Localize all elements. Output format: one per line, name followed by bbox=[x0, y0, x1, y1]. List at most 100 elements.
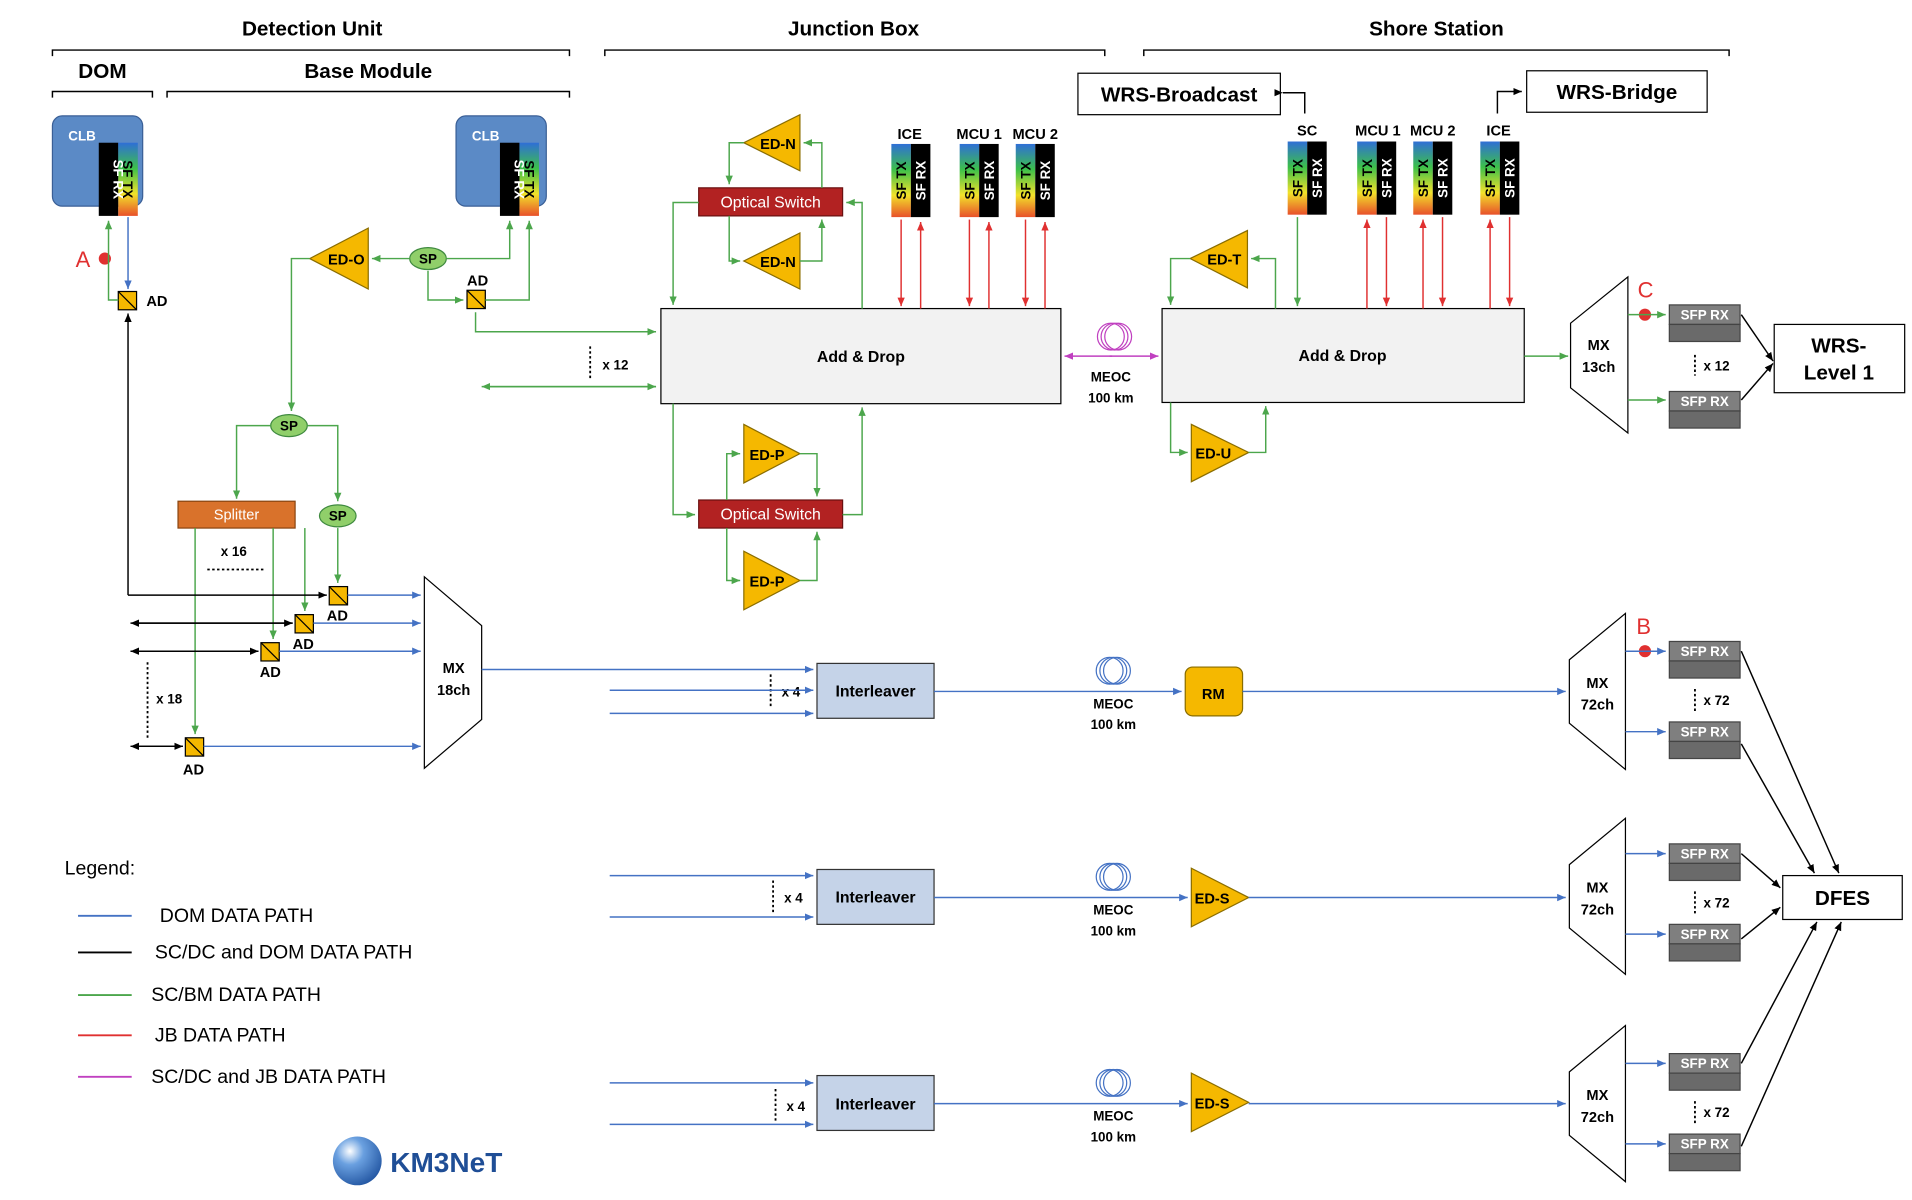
svg-text:Level 1: Level 1 bbox=[1804, 361, 1874, 384]
legend: Legend: DOM DATA PATH SC/DC and DOM DATA… bbox=[65, 857, 413, 1088]
meoc-coil-row3: MEOC 100 km bbox=[1091, 1068, 1136, 1144]
mux-72ch-row1: MX 72ch bbox=[1568, 612, 1627, 771]
svg-text:WRS-: WRS- bbox=[1811, 334, 1866, 357]
svg-text:SF RX: SF RX bbox=[1038, 161, 1053, 201]
svg-text:AD: AD bbox=[183, 762, 204, 778]
svg-text:MX: MX bbox=[1586, 676, 1608, 692]
svg-text:SF RX: SF RX bbox=[110, 160, 125, 200]
shore-station-links bbox=[1166, 87, 1774, 457]
svg-text:WRS-Bridge: WRS-Bridge bbox=[1556, 81, 1677, 104]
ad-2: AD bbox=[293, 614, 314, 653]
mux-13ch: MX 13ch bbox=[1569, 275, 1629, 435]
svg-text:SFP RX: SFP RX bbox=[1681, 847, 1729, 862]
point-a-label: A bbox=[76, 247, 91, 272]
section-headers: Detection Unit DOM Base Module Junction … bbox=[51, 17, 1730, 98]
svg-text:SFP RX: SFP RX bbox=[1681, 725, 1729, 740]
svg-text:SF TX: SF TX bbox=[1416, 159, 1431, 197]
svg-text:SF TX: SF TX bbox=[962, 161, 977, 199]
label-sc-shore: SC bbox=[1297, 123, 1318, 139]
point-c-label: C bbox=[1638, 278, 1654, 303]
header-detection-unit: Detection Unit bbox=[242, 17, 383, 40]
svg-text:SF RX: SF RX bbox=[1379, 158, 1394, 198]
header-dom: DOM bbox=[78, 60, 126, 83]
legend-item-scbm: SC/BM DATA PATH bbox=[78, 984, 321, 1006]
svg-text:SF RX: SF RX bbox=[914, 161, 929, 201]
amplifier-ed-s-row3: ED-S bbox=[1190, 1072, 1250, 1133]
svg-text:Optical Switch: Optical Switch bbox=[720, 507, 820, 524]
svg-text:MX: MX bbox=[1586, 881, 1608, 897]
rm-block: RM bbox=[1184, 666, 1244, 717]
amplifier-ed-t: ED-T bbox=[1188, 229, 1249, 289]
header-junction-box: Junction Box bbox=[788, 17, 920, 40]
multiplier-x4-row3: x 4 bbox=[787, 1099, 806, 1114]
dfes-box: DFES bbox=[1782, 874, 1903, 921]
transceiver-sc-shore: SF TX SF RX bbox=[1287, 141, 1327, 215]
svg-text:Interleaver: Interleaver bbox=[835, 683, 915, 700]
multiplier-x12-shore: x 12 bbox=[1703, 359, 1729, 374]
svg-text:SC/DC and JB DATA PATH: SC/DC and JB DATA PATH bbox=[151, 1066, 386, 1088]
svg-text:ED-N: ED-N bbox=[760, 255, 796, 271]
amplifier-ed-n-bottom: ED-N bbox=[742, 231, 801, 291]
svg-text:SF TX: SF TX bbox=[1360, 159, 1375, 197]
legend-title: Legend: bbox=[65, 857, 136, 879]
amplifier-ed-p-bottom: ED-P bbox=[743, 550, 802, 611]
svg-text:ED-S: ED-S bbox=[1195, 892, 1230, 908]
legend-item-jb: JB DATA PATH bbox=[78, 1024, 286, 1046]
km3net-logo: KM3NeT bbox=[332, 1136, 502, 1186]
svg-text:CLB: CLB bbox=[472, 128, 500, 143]
svg-text:100 km: 100 km bbox=[1088, 390, 1134, 405]
label-mcu2-shore: MCU 2 bbox=[1410, 123, 1456, 139]
sfp-rx-b1: SFP RX bbox=[1668, 640, 1741, 679]
sfp-rx-c2: SFP RX bbox=[1668, 390, 1741, 429]
optical-switch-bottom: Optical Switch bbox=[698, 499, 844, 529]
svg-text:72ch: 72ch bbox=[1581, 1110, 1614, 1126]
sfp-rx-c1: SFP RX bbox=[1668, 304, 1741, 343]
svg-text:ED-P: ED-P bbox=[750, 575, 785, 591]
svg-text:MEOC: MEOC bbox=[1093, 903, 1134, 918]
ad-base: AD bbox=[466, 273, 488, 310]
svg-text:SFP RX: SFP RX bbox=[1681, 927, 1729, 942]
ad-3: AD bbox=[260, 642, 281, 681]
sfp-rx-r3b: SFP RX bbox=[1668, 1133, 1741, 1172]
svg-text:SC/BM DATA PATH: SC/BM DATA PATH bbox=[151, 984, 321, 1006]
svg-text:MX: MX bbox=[443, 661, 465, 677]
wrs-level1-box: WRS- Level 1 bbox=[1773, 323, 1906, 394]
interleaver-3: Interleaver bbox=[816, 1074, 935, 1132]
label-mcu2-jb: MCU 2 bbox=[1013, 127, 1059, 143]
svg-text:ED-U: ED-U bbox=[1195, 447, 1231, 463]
mux-72ch-row3: MX 72ch bbox=[1568, 1024, 1627, 1183]
ad-dom: AD bbox=[117, 290, 167, 311]
junction-box: ED-N Optical Switch ED-N Add & Drop ED-P… bbox=[660, 113, 1062, 611]
add-drop-jb: Add & Drop bbox=[660, 307, 1062, 405]
svg-text:SF TX: SF TX bbox=[894, 161, 909, 199]
transceiver-ice-jb: SF TX SF RX bbox=[891, 143, 931, 218]
legend-item-scdc-dom: SC/DC and DOM DATA PATH bbox=[78, 942, 412, 964]
mux-18ch: MX 18ch bbox=[423, 575, 483, 770]
ad-4: AD bbox=[183, 737, 205, 778]
multiplier-x16: x 16 bbox=[221, 544, 247, 559]
svg-text:Optical Switch: Optical Switch bbox=[720, 194, 820, 211]
svg-text:SP: SP bbox=[280, 419, 298, 434]
svg-text:ED-S: ED-S bbox=[1195, 1096, 1230, 1112]
svg-text:SFP RX: SFP RX bbox=[1681, 1056, 1729, 1071]
svg-text:18ch: 18ch bbox=[437, 683, 470, 699]
svg-text:SFP RX: SFP RX bbox=[1681, 308, 1729, 323]
svg-text:SF TX: SF TX bbox=[521, 160, 536, 198]
mux-72ch-row2: MX 72ch bbox=[1568, 816, 1627, 976]
meoc-coil-row2: MEOC 100 km bbox=[1091, 862, 1136, 938]
svg-text:DFES: DFES bbox=[1815, 887, 1870, 910]
shore-station: WRS-Broadcast WRS-Bridge Add & Drop ED-T… bbox=[1077, 70, 1906, 483]
svg-text:AD: AD bbox=[293, 637, 314, 653]
label-mcu1-jb: MCU 1 bbox=[956, 127, 1002, 143]
svg-text:ED-N: ED-N bbox=[760, 137, 796, 153]
svg-text:WRS-Broadcast: WRS-Broadcast bbox=[1101, 83, 1258, 106]
svg-text:CLB: CLB bbox=[68, 128, 96, 143]
svg-text:MEOC: MEOC bbox=[1093, 697, 1134, 712]
multiplier-x12-jb: x 12 bbox=[602, 358, 628, 373]
label-ice-shore: ICE bbox=[1486, 123, 1511, 139]
data-chain-row-3: Interleaver x 4 MEOC 100 km ED-S MX 72ch… bbox=[774, 1024, 1741, 1183]
amplifier-ed-n-top: ED-N bbox=[742, 113, 801, 172]
interleaver-1: Interleaver bbox=[816, 662, 935, 719]
amplifier-ed-p-top: ED-P bbox=[743, 423, 802, 484]
